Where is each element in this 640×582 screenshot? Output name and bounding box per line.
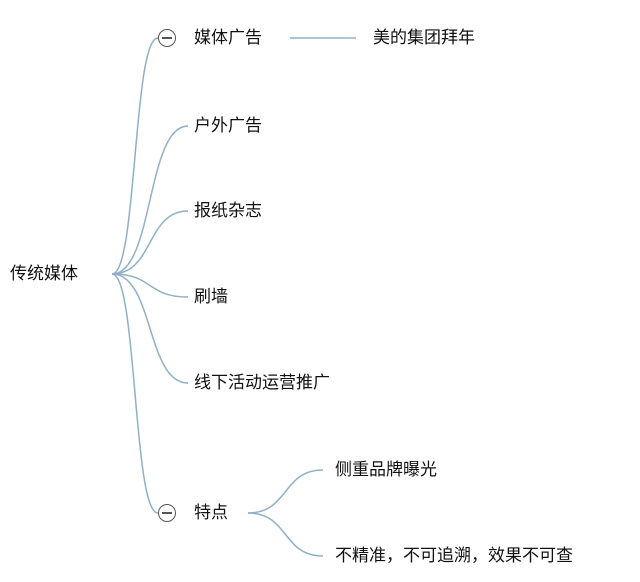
branch-node-media-ads[interactable]: 媒体广告	[194, 28, 262, 48]
link-features-to-leaf-1	[247, 512, 324, 557]
link-root-to-child-3	[111, 273, 189, 298]
link-root-to-child-2	[111, 210, 189, 275]
leaf-node-brand-exposure[interactable]: 侧重品牌曝光	[335, 460, 437, 480]
collapse-media-ads-icon[interactable]	[158, 29, 176, 47]
link-features-to-leaf-0	[247, 469, 324, 514]
link-root-to-child-4	[111, 273, 189, 384]
collapse-features-icon[interactable]	[158, 504, 176, 522]
branch-node-wall-painting[interactable]: 刷墙	[194, 287, 228, 307]
link-root-to-child-1	[111, 125, 189, 275]
link-root-to-child-5	[111, 273, 159, 514]
branch-node-offline-events[interactable]: 线下活动运营推广	[194, 373, 330, 393]
root-node[interactable]: 传统媒体	[10, 264, 78, 284]
branch-node-features[interactable]: 特点	[194, 503, 228, 523]
branch-node-newspaper-magazine[interactable]: 报纸杂志	[194, 201, 262, 221]
leaf-node-imprecise-untraceable[interactable]: 不精准，不可追溯，效果不可查	[335, 546, 573, 566]
link-root-to-child-0	[111, 37, 159, 275]
leaf-node-midea-new-year[interactable]: 美的集团拜年	[373, 28, 475, 48]
branch-node-outdoor-ads[interactable]: 户外广告	[194, 116, 262, 136]
